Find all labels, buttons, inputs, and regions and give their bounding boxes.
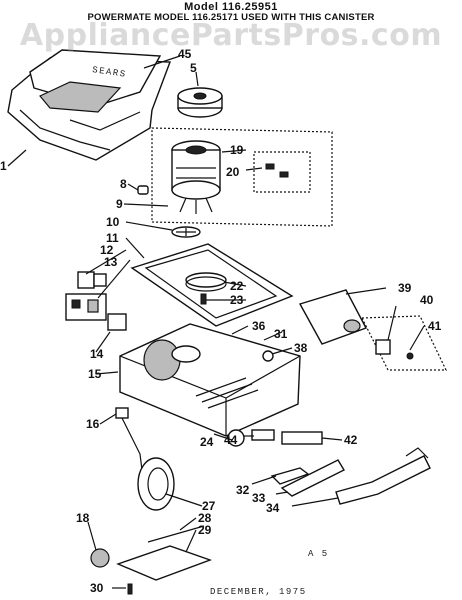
part-label-14: 14 bbox=[90, 347, 104, 361]
part-labels: 45 5 1 19 8 20 9 10 11 12 13 22 23 39 40… bbox=[0, 47, 442, 595]
footer-date: DECEMBER, 1975 bbox=[210, 587, 307, 597]
svg-text:SEARS: SEARS bbox=[92, 65, 128, 80]
part-label-40: 40 bbox=[420, 293, 434, 307]
fan-part bbox=[177, 87, 223, 118]
part-label-16: 16 bbox=[86, 417, 100, 431]
part-label-13: 13 bbox=[104, 255, 118, 269]
part-label-30: 30 bbox=[90, 581, 104, 595]
pedal-parts bbox=[270, 459, 345, 497]
part-label-24: 24 bbox=[200, 435, 214, 449]
canister-lid: SEARS bbox=[7, 49, 171, 161]
switch-parts bbox=[65, 271, 107, 321]
part-label-1: 1 bbox=[0, 159, 7, 173]
canister-body bbox=[119, 323, 301, 437]
part-label-9: 9 bbox=[116, 197, 123, 211]
part-label-11: 11 bbox=[106, 231, 119, 245]
leader-lines bbox=[7, 55, 425, 589]
watermark: AppliancePartsPros.com bbox=[19, 18, 443, 53]
base-parts bbox=[90, 525, 213, 595]
part-label-36: 36 bbox=[252, 319, 266, 333]
part-label-38: 38 bbox=[294, 341, 308, 355]
part-label-41: 41 bbox=[428, 319, 442, 333]
part-label-23: 23 bbox=[230, 293, 244, 307]
part-label-42: 42 bbox=[344, 433, 358, 447]
filter-assembly bbox=[298, 289, 447, 371]
handle-part bbox=[335, 447, 431, 505]
brush-kit bbox=[253, 151, 311, 193]
part-label-15: 15 bbox=[88, 367, 102, 381]
part-14 bbox=[107, 313, 127, 331]
part-label-8: 8 bbox=[120, 177, 127, 191]
part-label-28: 28 bbox=[198, 511, 212, 525]
cord-reel bbox=[115, 407, 175, 511]
part-label-32: 32 bbox=[236, 483, 250, 497]
part-label-34: 34 bbox=[266, 501, 280, 515]
part-label-27: 27 bbox=[202, 499, 216, 513]
part-label-20: 20 bbox=[226, 165, 240, 179]
page-title: Model 116.25951 bbox=[184, 1, 278, 13]
seal-frame bbox=[130, 243, 294, 327]
part-label-5: 5 bbox=[190, 61, 197, 75]
part-label-39: 39 bbox=[398, 281, 412, 295]
part-label-12: 12 bbox=[100, 243, 114, 257]
part-8 bbox=[137, 185, 149, 195]
part-label-44: 44 bbox=[224, 433, 238, 447]
motor-part bbox=[171, 140, 221, 214]
part-label-10: 10 bbox=[106, 215, 120, 229]
part-label-19: 19 bbox=[230, 143, 244, 157]
part-label-22: 22 bbox=[230, 279, 244, 293]
part-label-33: 33 bbox=[252, 491, 266, 505]
part-label-45: 45 bbox=[178, 47, 192, 61]
page-subtitle: POWERMATE MODEL 116.25171 USED WITH THIS… bbox=[87, 12, 375, 23]
part-label-31: 31 bbox=[274, 327, 288, 341]
part-label-29: 29 bbox=[198, 523, 212, 537]
footer-code: A 5 bbox=[308, 549, 329, 559]
part-label-18: 18 bbox=[76, 511, 90, 525]
hose-parts bbox=[227, 429, 323, 447]
